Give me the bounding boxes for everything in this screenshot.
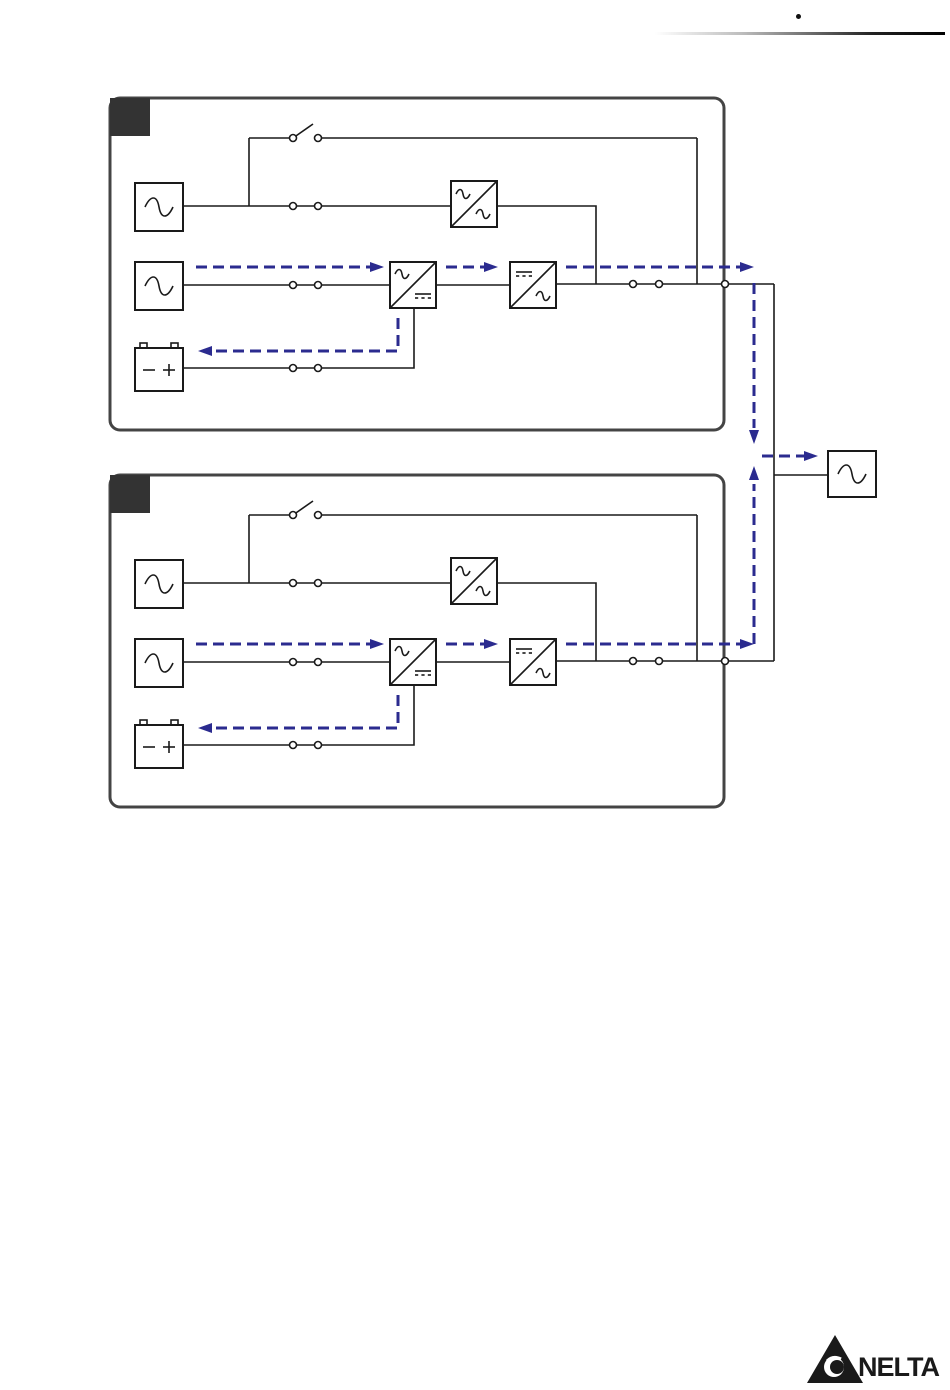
logo-text: NELTA — [858, 1352, 939, 1383]
inverter-icon — [510, 262, 556, 308]
output-node — [722, 658, 729, 665]
contact — [630, 281, 637, 288]
ac-ac-converter-icon — [451, 181, 497, 227]
contact — [630, 658, 637, 665]
ac-source-icon — [135, 639, 183, 687]
switch-contact — [315, 512, 322, 519]
flow-arrowhead — [740, 262, 754, 272]
switch-contact — [315, 135, 322, 142]
flow-path — [212, 318, 398, 351]
contact — [290, 365, 297, 372]
contact — [290, 742, 297, 749]
switch-contact — [290, 135, 297, 142]
contact — [315, 659, 322, 666]
flow-arrowhead — [749, 466, 759, 480]
ac-source-icon — [135, 183, 183, 231]
battery-box — [135, 725, 183, 768]
module-1 — [110, 98, 774, 430]
battery-icon — [135, 343, 183, 391]
flow-arrowhead — [804, 451, 818, 461]
output-node — [722, 281, 729, 288]
load-ac-icon — [828, 451, 876, 497]
ac-source-icon — [135, 262, 183, 310]
module-2 — [110, 475, 774, 807]
flow-arrowhead — [749, 430, 759, 444]
contact — [315, 282, 322, 289]
inverter-icon — [510, 639, 556, 685]
contact — [656, 658, 663, 665]
contact — [315, 365, 322, 372]
battery-wire — [183, 685, 414, 745]
flow-arrowhead — [370, 639, 384, 649]
flow-arrowhead — [484, 639, 498, 649]
ac-ac-converter-icon — [451, 558, 497, 604]
flow-arrowhead — [198, 346, 212, 356]
contact — [315, 580, 322, 587]
contact — [290, 203, 297, 210]
flow-arrowhead — [740, 639, 754, 649]
delta-logo-icon — [805, 1333, 865, 1385]
battery-box — [135, 348, 183, 391]
contact — [315, 742, 322, 749]
rectifier-icon — [390, 262, 436, 308]
contact — [290, 282, 297, 289]
module-tab — [110, 98, 150, 136]
module-tab — [110, 475, 150, 513]
flow-path — [212, 695, 398, 728]
parallel-output — [749, 283, 876, 661]
battery-icon — [135, 720, 183, 768]
contact — [290, 580, 297, 587]
contact — [290, 659, 297, 666]
contact — [315, 203, 322, 210]
ac-source-icon — [135, 560, 183, 608]
flow-arrowhead — [484, 262, 498, 272]
flow-arrowhead — [198, 723, 212, 733]
switch-contact — [290, 512, 297, 519]
flow-arrowhead — [370, 262, 384, 272]
contact — [656, 281, 663, 288]
battery-wire — [183, 308, 414, 368]
rectifier-icon — [390, 639, 436, 685]
